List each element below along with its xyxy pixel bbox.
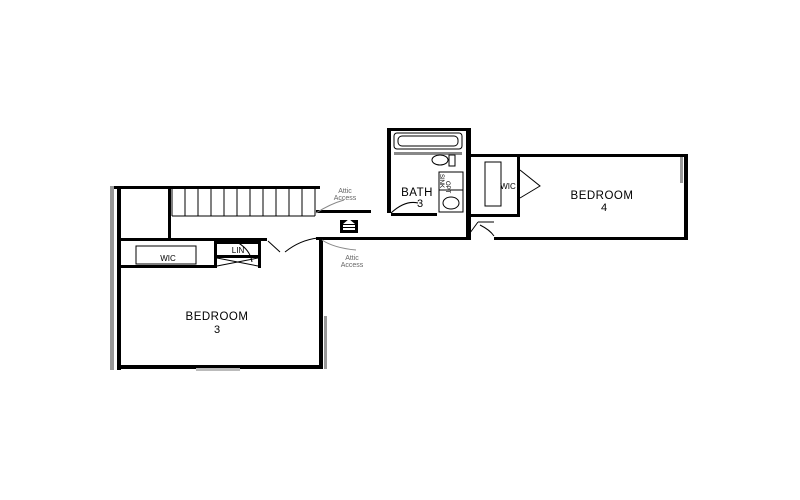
wic-shelf xyxy=(135,245,197,265)
opt-sink-label-line2: SINK xyxy=(438,174,444,188)
wic-left-wall xyxy=(121,265,217,268)
stair-side-wall xyxy=(168,189,171,239)
bedroom3-door xyxy=(267,240,281,253)
bedroom3-bottom-wall xyxy=(117,365,323,369)
wic-right-wall xyxy=(517,154,520,216)
bedroom3-label: BEDROOM xyxy=(186,311,249,323)
bedroom4-right-wall xyxy=(684,154,688,240)
bath-3: BATH 3 OPT SINK xyxy=(387,128,471,240)
bedroom4-top-wall xyxy=(471,154,688,157)
wic-right-door xyxy=(519,169,541,199)
attic-access-lower-line1: Attic xyxy=(345,255,359,262)
bath3-label: BATH xyxy=(401,187,433,199)
bath-right-wall xyxy=(466,128,471,240)
hall-bottom-wall xyxy=(316,237,471,240)
bath-top-wall xyxy=(387,128,471,131)
bedroom-3: BEDROOM 3 WIC LIN xyxy=(117,237,327,371)
bedroom4-label: BEDROOM xyxy=(571,190,634,202)
bath3-number: 3 xyxy=(417,198,423,210)
bedroom3-right-wall xyxy=(319,238,323,369)
bath-door xyxy=(390,202,419,214)
left-exterior-wall xyxy=(117,186,121,370)
left-exterior-trim xyxy=(110,186,114,370)
attic-access-upper-line1: Attic xyxy=(338,188,352,195)
toilet xyxy=(431,154,449,166)
vanity xyxy=(438,171,464,213)
bedroom4-bottom-wall xyxy=(494,237,688,240)
wic-shelf xyxy=(484,161,502,207)
window xyxy=(680,157,683,183)
hallway: Attic Access Attic Access xyxy=(315,188,495,269)
bedroom-4: WIC BEDROOM 4 xyxy=(471,154,688,240)
opt-sink-label-line1: OPT xyxy=(444,181,450,194)
sink xyxy=(442,196,460,210)
wic-left-label: WIC xyxy=(160,254,176,263)
linen-door xyxy=(232,239,253,263)
stair-top-wall xyxy=(110,186,320,189)
attic-access-lower-line2: Access xyxy=(341,262,364,269)
stair-treads xyxy=(171,189,316,217)
bath-left-wall xyxy=(387,128,391,213)
bedroom4-door xyxy=(466,221,494,238)
bedroom4-number: 4 xyxy=(601,202,607,214)
window xyxy=(196,368,240,371)
hvac-icon xyxy=(340,219,358,233)
bathtub xyxy=(393,132,463,150)
linen-label: LIN xyxy=(232,246,245,255)
attic-access-upper-line2: Access xyxy=(334,195,357,202)
wic-right-label: WIC xyxy=(500,182,516,191)
bedroom3-number: 3 xyxy=(214,324,220,336)
stair-area xyxy=(110,186,320,370)
